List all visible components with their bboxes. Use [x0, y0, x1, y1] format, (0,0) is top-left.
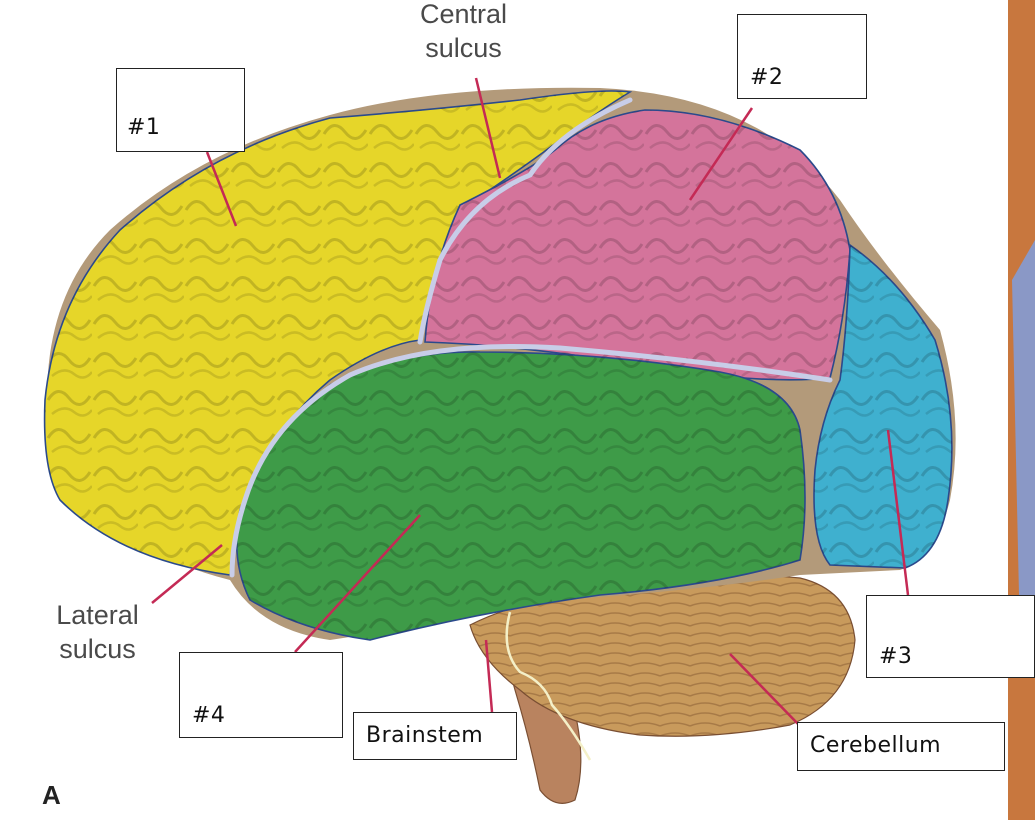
cerebellum-label-box[interactable]: Cerebellum	[797, 722, 1005, 771]
leader-central-sulcus	[474, 77, 502, 179]
leader-box1	[205, 151, 238, 227]
lateral-sulcus-line	[229, 344, 833, 578]
central-sulcus-label: Central sulcus	[419, 0, 508, 63]
label-box-1[interactable]: #1	[116, 68, 245, 152]
slide-accent-stripe	[1012, 240, 1035, 640]
label-box-2-text: #2	[750, 65, 784, 90]
brainstem-label-text: Brainstem	[366, 723, 484, 748]
leader-box4	[294, 514, 421, 653]
leader-lateral-sulcus	[151, 544, 223, 604]
leader-box3	[886, 429, 910, 596]
label-box-3-text: #3	[879, 644, 913, 669]
label-box-3[interactable]: #3	[866, 595, 1035, 678]
leader-brainstem	[484, 639, 494, 713]
leader-cerebellum	[729, 653, 801, 727]
cerebellum-label-text: Cerebellum	[810, 733, 942, 758]
label-box-2[interactable]: #2	[737, 14, 867, 99]
label-box-1-text: #1	[127, 115, 161, 140]
figure-letter: A	[42, 780, 61, 810]
leader-box2	[688, 107, 754, 201]
label-box-4-text: #4	[192, 703, 226, 728]
label-box-4[interactable]: #4	[179, 652, 343, 738]
lateral-sulcus-label: Lateral sulcus	[56, 600, 139, 664]
central-sulcus-line	[417, 97, 633, 345]
brainstem-label-box[interactable]: Brainstem	[353, 712, 517, 760]
